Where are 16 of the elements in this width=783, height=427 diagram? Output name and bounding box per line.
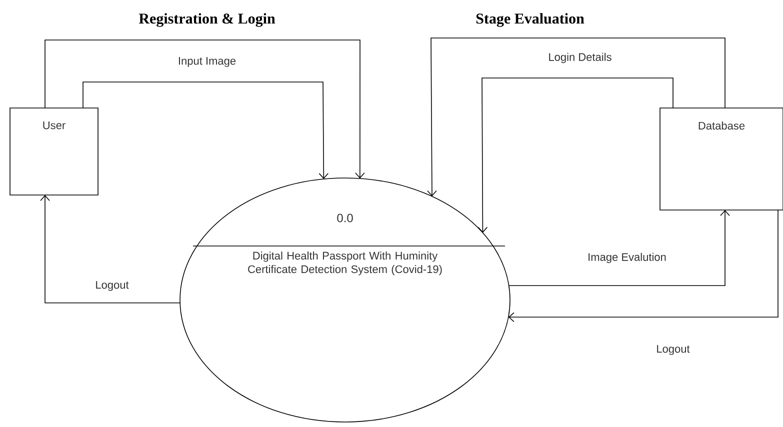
arrow bbox=[508, 210, 778, 322]
arrow bbox=[427, 38, 726, 196]
edge-label: Image Evalution bbox=[586, 252, 668, 264]
edge-label: Input Image bbox=[176, 56, 238, 68]
section-heading: Registration & Login bbox=[138, 13, 276, 27]
external-entity-box: User bbox=[10, 108, 98, 196]
section-heading: Stage Evaluation bbox=[476, 13, 584, 27]
edge-label: Login Details bbox=[547, 52, 613, 64]
arrow bbox=[44, 40, 365, 178]
arrow bbox=[508, 210, 730, 286]
external-entity-box: Database bbox=[660, 108, 783, 210]
edge-label: Logout bbox=[655, 344, 691, 356]
arrow bbox=[40, 195, 180, 304]
arrow bbox=[478, 78, 674, 233]
arrow bbox=[82, 82, 329, 180]
edge-label: Logout bbox=[94, 280, 130, 292]
